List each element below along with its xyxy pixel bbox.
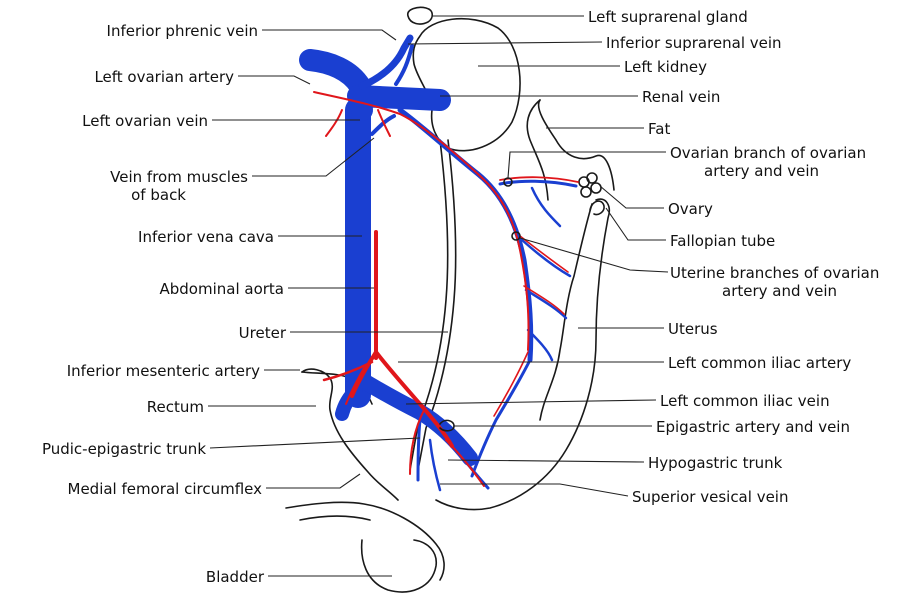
- hypogastric-artery-2: [445, 439, 485, 487]
- uterus-shape: [435, 198, 611, 511]
- inferior-suprarenal-vein-vessel: [394, 44, 414, 86]
- uterine-branch-marker: [511, 231, 521, 241]
- fallopian-tube-shape: [589, 200, 605, 216]
- label-medial-femoral-circumflex: Medial femoral circumflex: [68, 480, 263, 498]
- left-ovarian-vein-vessel: [397, 107, 534, 363]
- label-inferior-vena-cava: Inferior vena cava: [138, 228, 274, 246]
- right-common-iliac-artery-vessel: [350, 350, 378, 398]
- uterine-branch-artery-2: [523, 285, 565, 315]
- inferior-phrenic-vein-vessel: [358, 34, 414, 90]
- pelvic-vein-branch: [470, 358, 532, 478]
- bladder-shape: [360, 539, 438, 593]
- superior-vesical-vein-vessel: [428, 438, 442, 492]
- label-hypogastric-trunk: Hypogastric trunk: [648, 454, 783, 472]
- uterine-branch-vein-2: [524, 288, 568, 320]
- label-ureter: Ureter: [239, 324, 287, 342]
- leader-lines: [208, 15, 669, 577]
- label-epigastric-artery-and-vein: Epigastric artery and vein: [656, 418, 850, 436]
- labels-left: Inferior phrenic vein Left ovarian arter…: [42, 22, 287, 586]
- fat-upper-edge: [526, 99, 549, 201]
- ureter-shape-right: [417, 139, 457, 471]
- label-uterus: Uterus: [668, 320, 718, 338]
- pelvic-contour: [285, 501, 445, 581]
- pelvic-contour-lower: [299, 515, 371, 521]
- left-kidney-shape: [412, 17, 521, 152]
- label-pudic-epigastric-trunk: Pudic-epigastric trunk: [42, 440, 206, 458]
- label-fat: Fat: [648, 120, 670, 138]
- label-superior-vesical-vein: Superior vesical vein: [632, 488, 788, 506]
- label-vein-from-muscles-line2: of back: [131, 186, 186, 204]
- ovarian-branch-vein: [498, 179, 578, 188]
- left-ovarian-artery-vessel: [313, 91, 530, 351]
- uterine-branch-vein-1: [520, 238, 572, 278]
- label-uterine-branches-line2: artery and vein: [722, 282, 837, 300]
- upper-artery-branch-2: [377, 109, 391, 137]
- uterine-branch-vein-3: [526, 328, 554, 362]
- label-ovary: Ovary: [668, 200, 713, 218]
- label-renal-vein: Renal vein: [642, 88, 720, 106]
- label-inferior-suprarenal-vein: Inferior suprarenal vein: [606, 34, 782, 52]
- ovary-shape: [578, 172, 602, 198]
- label-ovarian-branch-line2: artery and vein: [704, 162, 819, 180]
- inferior-mesenteric-branch: [345, 367, 365, 405]
- veins: [299, 34, 578, 492]
- organ-outlines: [285, 6, 615, 593]
- label-left-ovarian-vein: Left ovarian vein: [82, 112, 208, 130]
- uterus-inner-edge: [539, 203, 593, 421]
- hypogastric-vein-1: [416, 418, 422, 482]
- label-left-kidney: Left kidney: [624, 58, 707, 76]
- label-left-common-iliac-vein: Left common iliac vein: [660, 392, 830, 410]
- label-fallopian-tube: Fallopian tube: [670, 232, 775, 250]
- renal-vein-vessel: [347, 85, 451, 111]
- label-inferior-mesenteric-artery: Inferior mesenteric artery: [67, 362, 260, 380]
- label-uterine-branches-line1: Uterine branches of ovarian: [670, 264, 879, 282]
- hypogastric-artery-1: [409, 409, 425, 475]
- left-suprarenal-gland-shape: [407, 6, 434, 25]
- rectum-shape: [301, 368, 399, 501]
- label-inferior-phrenic-vein: Inferior phrenic vein: [107, 22, 258, 40]
- label-vein-from-muscles-line1: Vein from muscles: [110, 168, 248, 186]
- left-common-iliac-vein-vessel: [354, 372, 478, 466]
- inferior-mesenteric-artery-vessel: [322, 360, 374, 382]
- label-left-ovarian-artery: Left ovarian artery: [94, 68, 234, 86]
- ureter-shape-left: [409, 139, 449, 471]
- label-left-suprarenal-gland: Left suprarenal gland: [588, 8, 748, 26]
- label-abdominal-aorta: Abdominal aorta: [159, 280, 284, 298]
- labels-right: Left suprarenal gland Inferior suprarena…: [588, 8, 879, 506]
- label-ovarian-branch-line1: Ovarian branch of ovarian: [670, 144, 866, 162]
- label-rectum: Rectum: [147, 398, 204, 416]
- pelvic-artery-branch: [493, 351, 529, 417]
- label-bladder: Bladder: [206, 568, 265, 586]
- vein-from-muscles-vessel: [370, 114, 396, 136]
- upper-artery-branch-1: [325, 109, 343, 137]
- label-left-common-iliac-artery: Left common iliac artery: [668, 354, 851, 372]
- ovarian-branch-vein-2: [530, 186, 562, 228]
- fat-shape: [537, 99, 615, 191]
